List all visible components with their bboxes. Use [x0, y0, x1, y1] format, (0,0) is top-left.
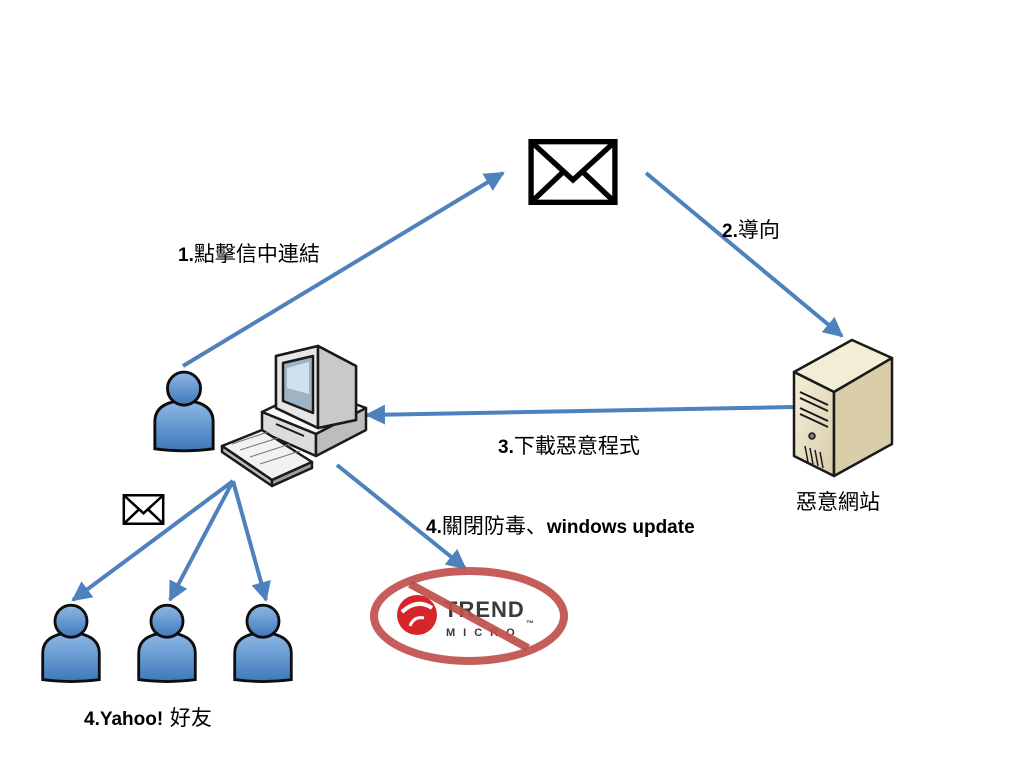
step2-text: 導向	[737, 218, 780, 242]
server-icon	[792, 338, 894, 478]
friend-person-icon-2	[137, 603, 197, 683]
arrows	[71, 171, 844, 602]
yahoo-friends-label: 4.Yahoo! 好友	[84, 706, 212, 730]
yahoo-friends-text: 好友	[163, 706, 212, 730]
arrow-to-friend-1	[71, 479, 235, 602]
brand-trademark: ™	[526, 619, 534, 628]
step4-text-latin: windows update	[546, 517, 695, 538]
step1-label: 1.點擊信中連結	[178, 242, 320, 266]
step3-number: 3.	[498, 437, 514, 458]
attacker-person-icon	[153, 370, 215, 453]
step1-text: 點擊信中連結	[193, 242, 320, 266]
step1-number: 1.	[178, 245, 194, 266]
arrow-to-friend-2	[168, 480, 235, 602]
arrow-download	[365, 404, 795, 425]
trend-micro-logo-icon	[397, 595, 437, 635]
computer-icon	[220, 344, 368, 488]
arrow-to-friend-3	[231, 480, 271, 602]
friend-person-icon-3	[233, 603, 293, 683]
step4-label: 4.關閉防毒、windows update	[426, 514, 695, 538]
step2-label: 2.導向	[722, 218, 780, 242]
step3-label: 3.下載惡意程式	[498, 434, 640, 458]
arrow-click-link	[181, 171, 505, 368]
arrow-redirect	[644, 171, 844, 338]
antivirus-prohibited-icon: TREND MICRO ™	[370, 567, 568, 665]
step4-number: 4.	[426, 517, 442, 538]
small-envelope-icon	[122, 494, 165, 525]
email-envelope-icon	[531, 142, 615, 203]
server-label: 惡意網站	[796, 490, 880, 514]
friend-person-icon-1	[41, 603, 101, 683]
yahoo-friends-number: 4.Yahoo!	[84, 709, 164, 730]
arrow-disable-antivirus	[335, 463, 467, 570]
step2-number: 2.	[722, 221, 738, 242]
step4-text: 關閉防毒、	[441, 514, 547, 538]
step3-text: 下載惡意程式	[513, 434, 640, 458]
